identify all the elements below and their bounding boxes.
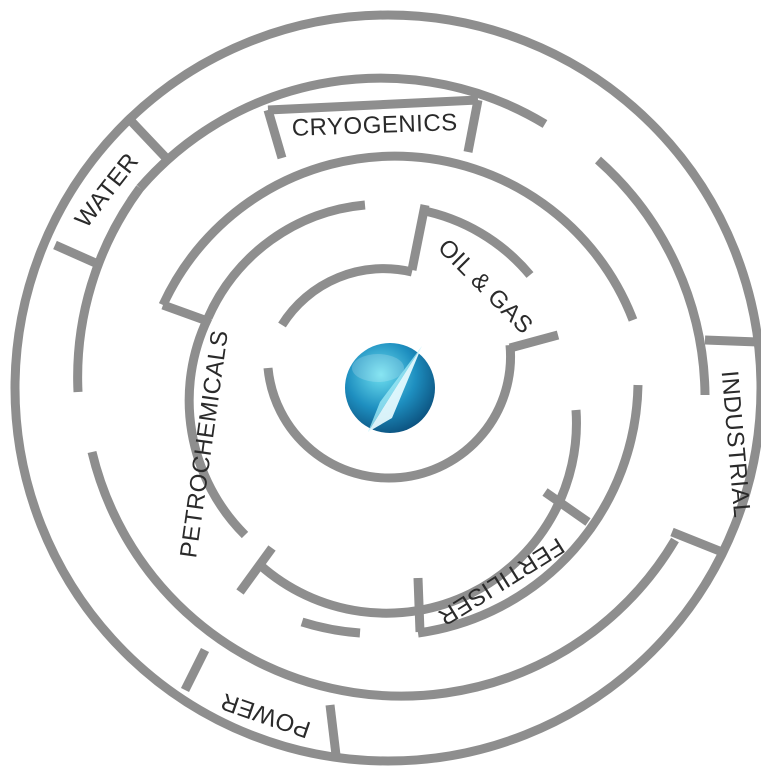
label-oil-gas: OIL & GAS bbox=[433, 234, 539, 340]
ring-2-arc-a bbox=[136, 73, 548, 191]
ring-2-arc-c bbox=[73, 185, 144, 393]
outer-ring bbox=[10, 10, 761, 766]
spoke-cryo-left bbox=[263, 108, 287, 160]
label-petrochemicals: PETROCHEMICALS bbox=[175, 328, 234, 559]
spoke-fert-left bbox=[413, 577, 425, 633]
spoke-oil-bottom bbox=[508, 330, 560, 353]
label-power: POWER bbox=[217, 687, 314, 743]
ring-3-arc-a bbox=[158, 151, 638, 322]
ring-4-arc-a bbox=[203, 200, 366, 320]
spoke-water-bottom bbox=[53, 240, 102, 270]
maze-spokes bbox=[53, 95, 759, 756]
spoke-petro-top bbox=[161, 300, 212, 327]
spoke-industrial-bottom bbox=[670, 527, 724, 557]
spoke-water-top bbox=[128, 118, 172, 164]
spoke-cryo-right bbox=[463, 99, 483, 153]
ring-4-arc-b bbox=[419, 205, 534, 278]
ring-3-arc-c bbox=[300, 617, 361, 638]
spoke-fert-right bbox=[542, 488, 591, 526]
label-cryogenics: CRYOGENICS bbox=[291, 109, 458, 142]
spoke-oil-top bbox=[407, 204, 430, 271]
label-fertiliser: FERTILISER bbox=[433, 532, 569, 631]
maze-walls bbox=[10, 10, 761, 766]
ring-5-arc-b bbox=[263, 344, 516, 483]
spoke-cryo-top bbox=[267, 95, 479, 115]
spoke-industrial-top bbox=[704, 335, 759, 347]
label-industrial: INDUSTRIAL bbox=[716, 370, 756, 519]
ring-5-arc-a bbox=[278, 264, 414, 328]
ring-4-arc-c bbox=[257, 409, 581, 618]
compass-logo-icon bbox=[345, 343, 435, 433]
spoke-petro-bottom bbox=[236, 545, 276, 595]
ring-4-arc-d bbox=[184, 316, 249, 539]
ring-2-arc-d bbox=[87, 450, 679, 701]
spoke-power-left bbox=[180, 647, 210, 693]
spoke-power-right bbox=[325, 704, 341, 756]
ring-3-arc-b bbox=[417, 384, 643, 638]
ring-2-arc-b bbox=[595, 156, 710, 396]
